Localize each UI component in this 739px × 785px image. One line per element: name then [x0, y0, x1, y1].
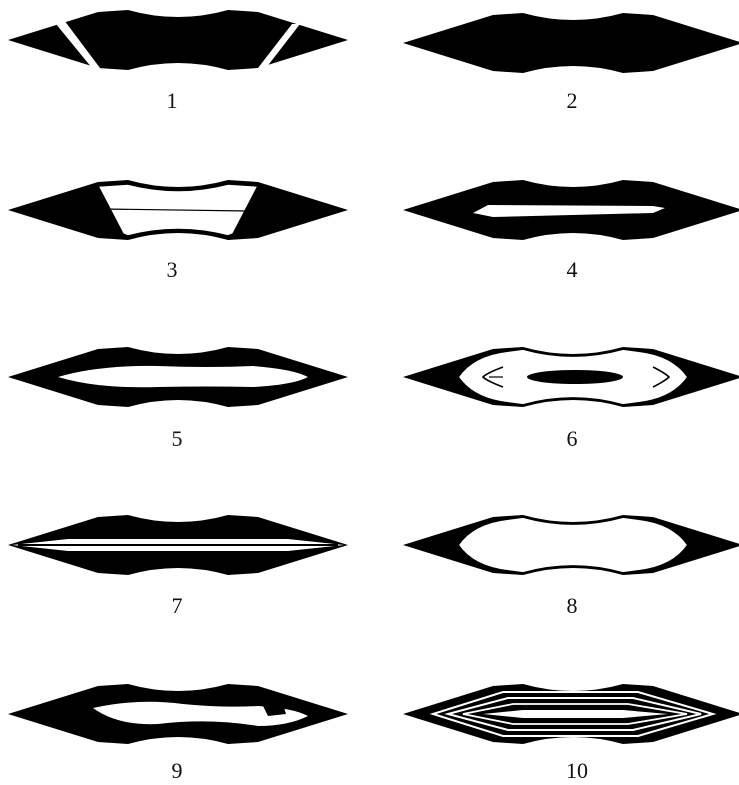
shape-3 — [8, 180, 348, 240]
label-8: 8 — [567, 593, 578, 618]
shape-1 — [8, 10, 348, 70]
shape-7 — [8, 515, 348, 575]
label-2: 2 — [567, 88, 578, 113]
shape-2 — [403, 13, 739, 73]
label-7: 7 — [172, 593, 183, 618]
label-9: 9 — [172, 758, 183, 783]
label-3: 3 — [167, 257, 178, 282]
shape-5 — [8, 347, 348, 407]
label-4: 4 — [567, 257, 578, 282]
shape-6 — [403, 347, 739, 407]
label-10: 10 — [566, 758, 588, 783]
shape-9 — [8, 684, 348, 744]
shape-8 — [403, 515, 739, 575]
label-6: 6 — [567, 426, 578, 451]
shape-4 — [403, 180, 739, 240]
label-5: 5 — [172, 426, 183, 451]
shape-10 — [403, 684, 739, 744]
label-1: 1 — [167, 88, 178, 113]
